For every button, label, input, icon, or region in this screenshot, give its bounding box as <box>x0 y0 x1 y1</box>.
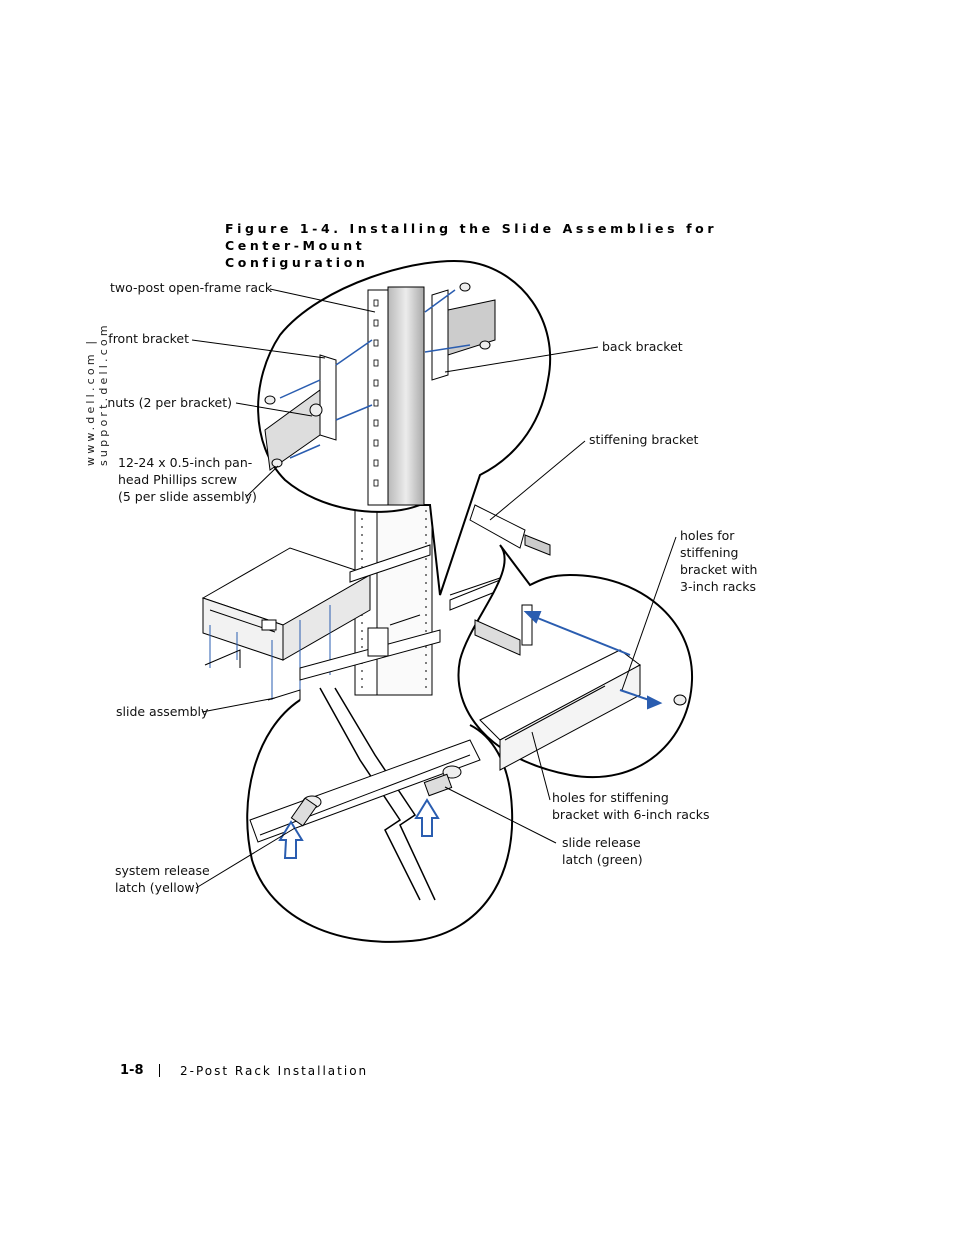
figure-title-line2: Configuration <box>225 255 369 270</box>
label-system-release-line1: system release <box>115 863 210 878</box>
server-chassis <box>201 547 372 705</box>
label-screw: 12-24 x 0.5-inch pan- head Phillips scre… <box>118 454 257 505</box>
label-slide-release-line1: slide release <box>562 835 641 850</box>
label-holes-3inch: holes for stiffening bracket with 3-inch… <box>680 527 757 595</box>
label-nuts: nuts (2 per bracket) <box>107 395 232 410</box>
label-stiffening-bracket: stiffening bracket <box>589 432 699 447</box>
label-holes-6inch-line1: holes for stiffening <box>552 790 669 805</box>
label-system-release-line2: latch (yellow) <box>115 880 200 895</box>
figure-title: Figure 1-4. Installing the Slide Assembl… <box>225 220 785 271</box>
page-number: 1-8 <box>120 1063 144 1078</box>
label-holes-6inch-line2: bracket with 6-inch racks <box>552 807 710 822</box>
label-slide-assembly: slide assembly <box>116 704 209 719</box>
leader-lines <box>191 288 677 889</box>
callout-latches <box>246 687 514 943</box>
label-holes-6inch: holes for stiffening bracket with 6-inch… <box>552 789 710 823</box>
slide-rails <box>299 544 501 681</box>
callout-brackets <box>257 260 552 596</box>
figure-title-line1: Figure 1-4. Installing the Slide Assembl… <box>225 221 718 253</box>
footer-divider <box>159 1064 160 1077</box>
label-front-bracket: front bracket <box>108 331 189 346</box>
label-holes-3inch-line2: stiffening <box>680 545 739 560</box>
section-title: 2-Post Rack Installation <box>180 1064 369 1078</box>
label-slide-release-line2: latch (green) <box>562 852 643 867</box>
label-screw-line3: (5 per slide assembly) <box>118 489 257 504</box>
label-holes-3inch-line3: bracket with <box>680 562 758 577</box>
label-holes-3inch-line1: holes for <box>680 528 735 543</box>
label-holes-3inch-line4: 3-inch racks <box>680 579 757 594</box>
label-screw-line2: head Phillips screw <box>118 472 238 487</box>
label-two-post-rack: two-post open-frame rack <box>110 280 273 295</box>
label-back-bracket: back bracket <box>602 339 683 354</box>
label-system-release: system release latch (yellow) <box>115 862 210 896</box>
label-screw-line1: 12-24 x 0.5-inch pan- <box>118 455 253 470</box>
label-slide-release: slide release latch (green) <box>562 834 643 868</box>
callout-stiffening <box>457 504 694 779</box>
